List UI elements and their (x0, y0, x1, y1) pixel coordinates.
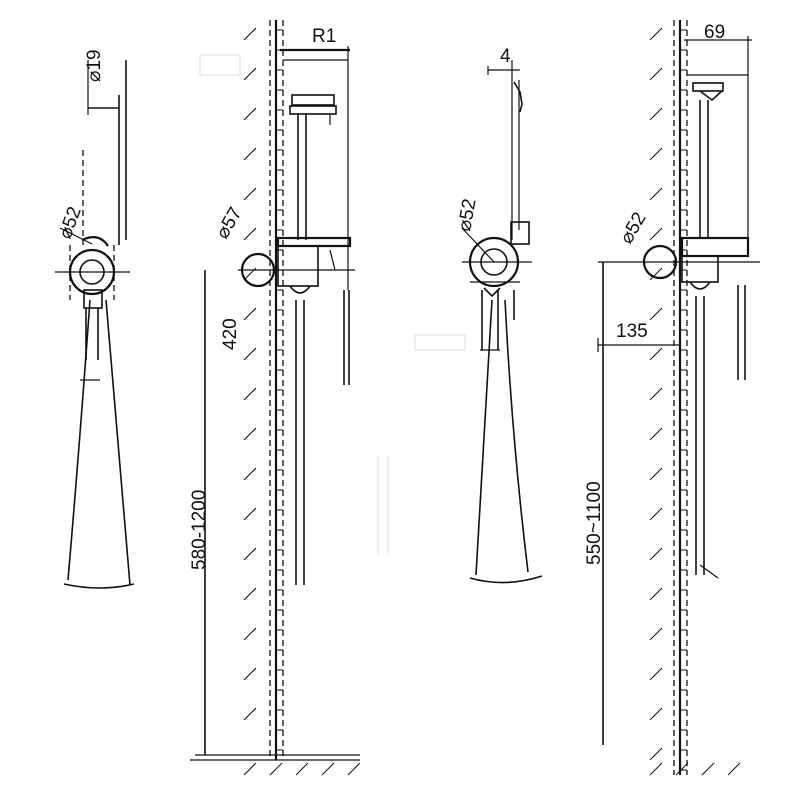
label-valve-diameter-mid: ⌀57 (212, 204, 246, 243)
wall-hatching-left (243, 27, 283, 751)
view-1-side-elevation (55, 60, 135, 589)
label-bracket-right: 69 (704, 22, 725, 43)
floor-hatching-left (243, 762, 361, 776)
label-valve-height-mid: 420 (220, 318, 241, 350)
floor-hatching-right (649, 762, 741, 776)
label-valve-diameter-right: ⌀52 (616, 209, 650, 248)
wall-hatching-right (649, 27, 687, 771)
label-offset-right: 4 (500, 46, 511, 67)
label-handshower-diameter-right: ⌀52 (454, 197, 480, 233)
label-bracket-top: R1 (312, 26, 336, 47)
label-valve-height-right: 550~1100 (584, 481, 605, 565)
label-handshower-diameter-left: ⌀52 (55, 204, 86, 242)
background-ghost-marks (199, 54, 466, 555)
label-projection-right: 135 (616, 321, 648, 342)
label-slide-bar-diameter: ⌀19 (84, 49, 105, 82)
view-3-front-elevation (461, 60, 543, 584)
view-2-wall-section (190, 20, 361, 776)
dimension-labels: ⌀19 ⌀52 R1 ⌀57 420 580-1200 4 ⌀52 69 ⌀52… (55, 22, 725, 570)
view-4-wall-section (597, 20, 760, 776)
label-rail-range: 580-1200 (189, 490, 210, 570)
